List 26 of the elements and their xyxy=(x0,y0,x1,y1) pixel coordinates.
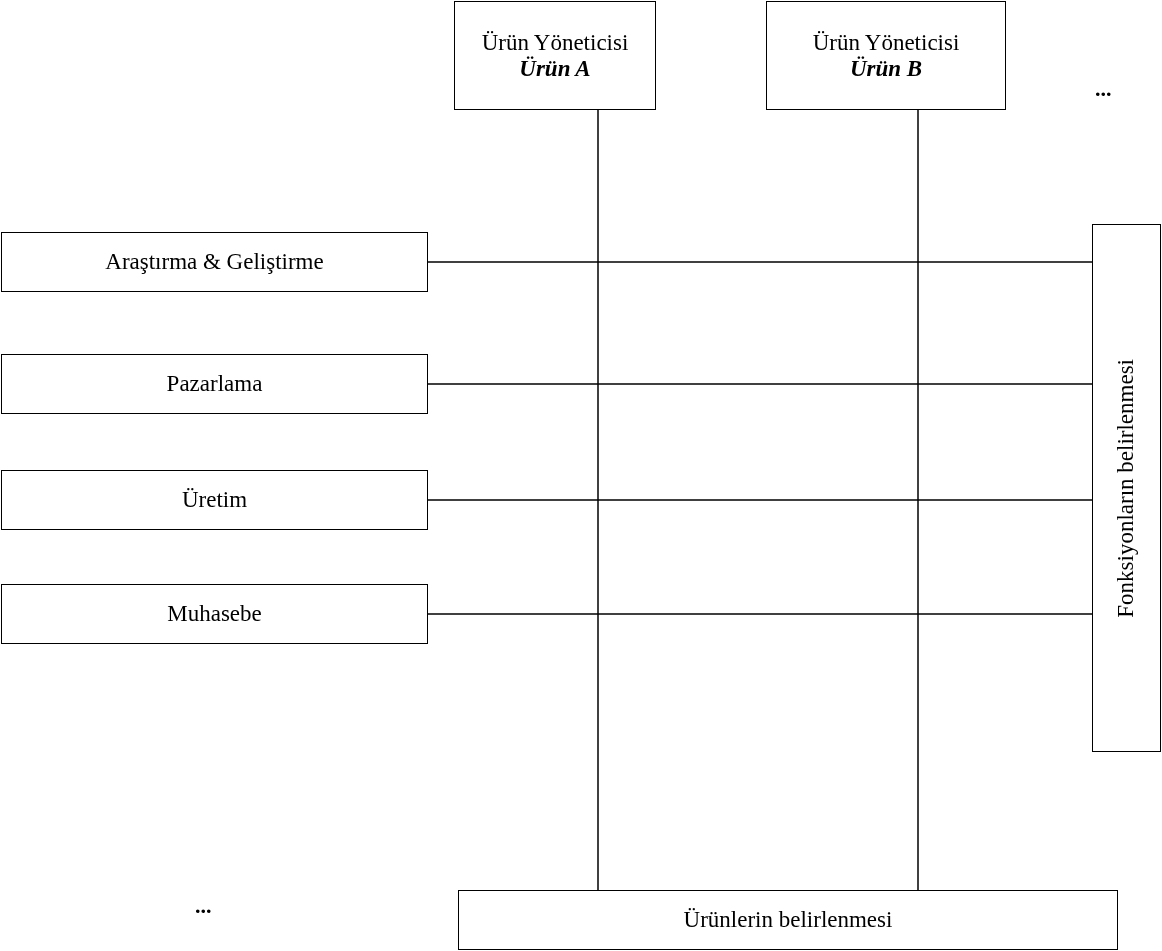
box-label: Ürün A xyxy=(519,55,591,81)
box-label: Pazarlama xyxy=(166,371,263,397)
box xyxy=(1,470,428,530)
box-label: Muhasebe xyxy=(167,601,262,627)
connector-line xyxy=(917,109,919,891)
box xyxy=(458,890,1118,950)
connector-line xyxy=(427,613,1093,615)
box-label: Ürün Yöneticisi xyxy=(481,30,629,56)
connector-line xyxy=(427,261,1093,263)
box-label: Ürün B xyxy=(849,55,923,81)
box-label: Ürün Yöneticisi xyxy=(812,30,960,56)
connector-line xyxy=(427,383,1093,385)
connector-line xyxy=(427,499,1093,501)
box xyxy=(454,1,656,110)
ellipsis-label: ... xyxy=(1095,78,1112,100)
box xyxy=(1,584,428,644)
box-label: Üretim xyxy=(181,487,248,513)
box xyxy=(1092,224,1161,752)
ellipsis-label: ... xyxy=(195,895,212,917)
box xyxy=(766,1,1006,110)
box-label: Araştırma & Geliştirme xyxy=(105,249,324,275)
box-label: Ürünlerin belirlenmesi xyxy=(683,907,893,933)
connector-line xyxy=(597,109,599,891)
box-label: Fonksiyonların belirlenmesi xyxy=(1112,358,1140,618)
box xyxy=(1,232,428,292)
box xyxy=(1,354,428,414)
